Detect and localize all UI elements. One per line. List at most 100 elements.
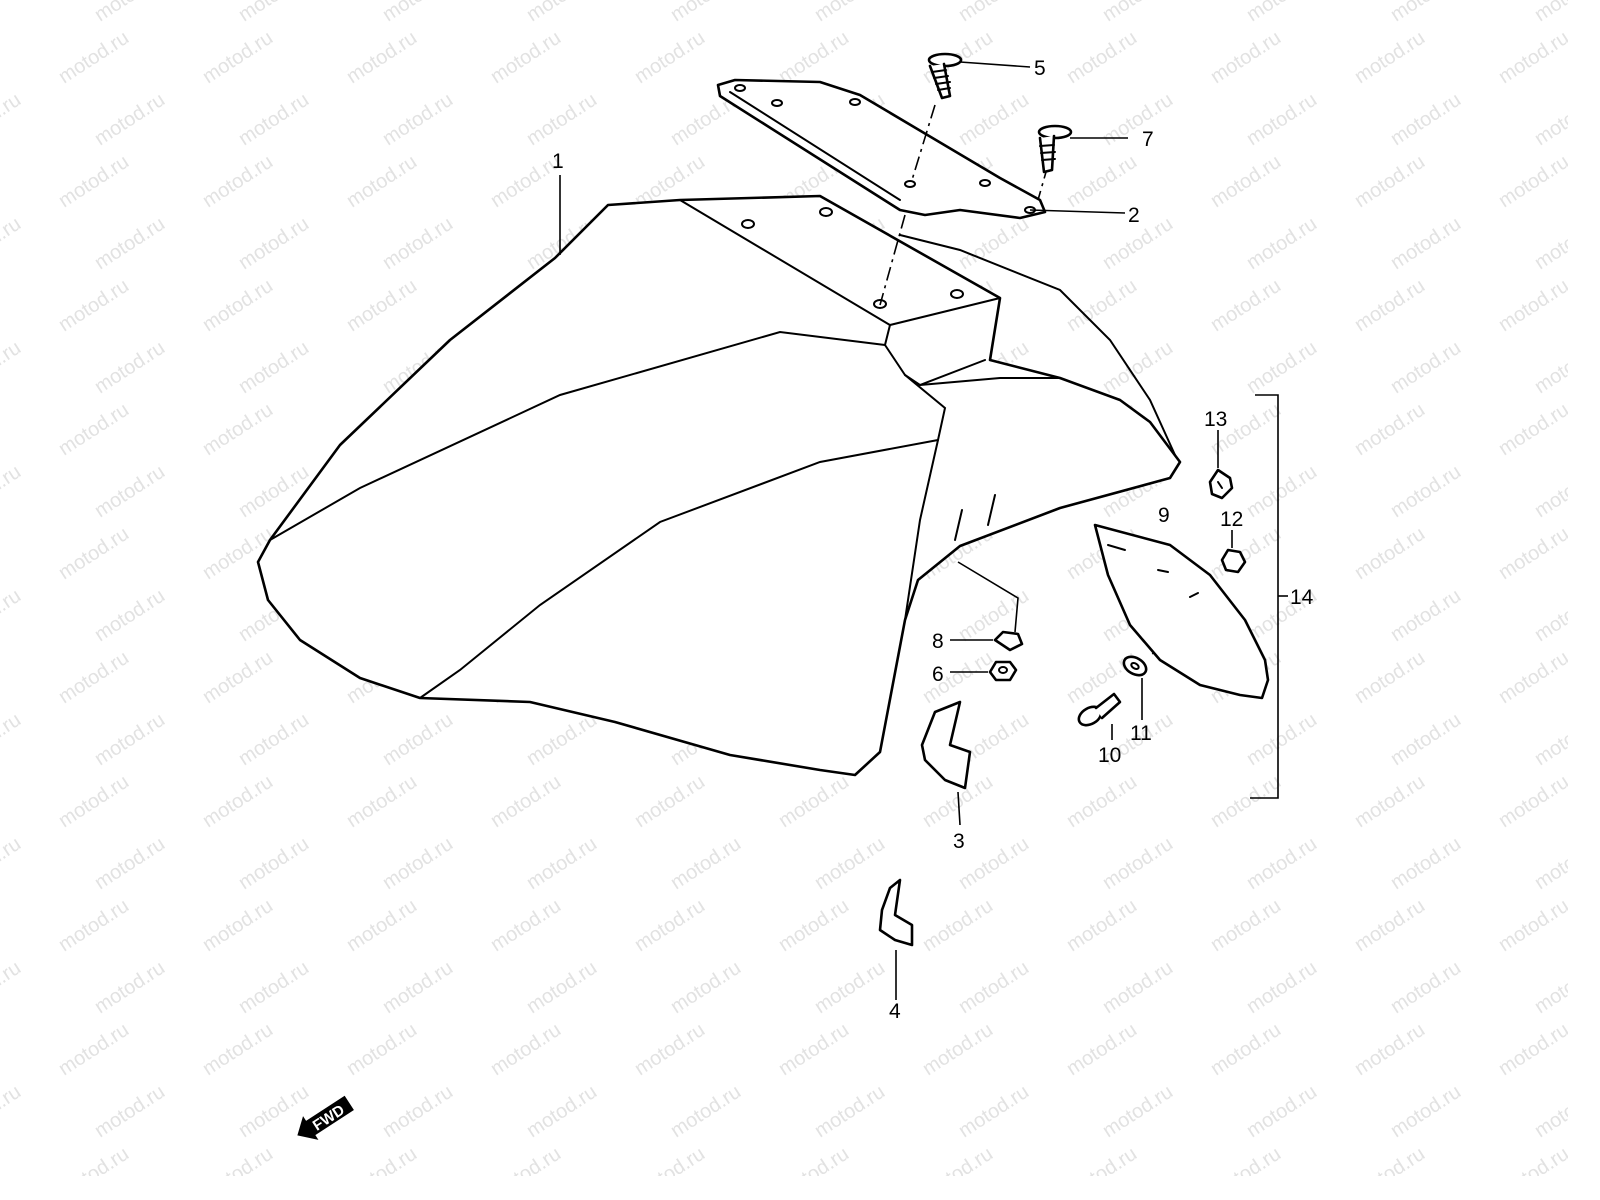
watermark-text: motod.ru xyxy=(523,1081,601,1142)
watermark-text: motod.ru xyxy=(1531,957,1568,1018)
watermark-text: motod.ru xyxy=(1387,709,1465,770)
watermark-text: motod.ru xyxy=(91,833,169,894)
watermark-text: motod.ru xyxy=(379,213,457,274)
watermark-text: motod.ru xyxy=(775,895,853,956)
watermark-text: motod.ru xyxy=(235,709,313,770)
watermark-text: motod.ru xyxy=(55,27,133,88)
watermark-text: motod.ru xyxy=(379,1081,457,1142)
watermark-text: motod.ru xyxy=(631,895,709,956)
watermark-text: motod.ru xyxy=(955,0,1033,26)
watermark-text: motod.ru xyxy=(1495,1019,1568,1080)
watermark-text: motod.ru xyxy=(523,709,601,770)
screw-7 xyxy=(1037,124,1073,174)
watermark-text: motod.ru xyxy=(1243,461,1321,522)
callouts: 1 5 7 2 13 9 12 14 8 6 11 10 3 4 xyxy=(552,57,1314,1023)
watermark-text: motod.ru xyxy=(1531,709,1568,770)
watermark-text: motod.ru xyxy=(343,27,421,88)
watermark-text: motod.ru xyxy=(1243,213,1321,274)
bolt-10 xyxy=(1077,692,1122,727)
watermark-text: motod.ru xyxy=(343,895,421,956)
watermark-text: motod.ru xyxy=(1531,0,1568,26)
callout-3: 3 xyxy=(953,830,965,853)
watermark-text: motod.ru xyxy=(91,585,169,646)
callout-9: 9 xyxy=(1158,504,1170,527)
watermark-text: motod.ru xyxy=(235,833,313,894)
watermark-text: motod.ru xyxy=(523,0,601,26)
watermark-text: motod.ru xyxy=(1063,27,1141,88)
watermark-text: motod.ru xyxy=(955,1081,1033,1142)
watermark-text: motod.ru xyxy=(1207,1143,1285,1176)
watermark-text: motod.ru xyxy=(91,89,169,150)
watermark-text: motod.ru xyxy=(55,275,133,336)
watermark-text: motod.ru xyxy=(1099,957,1177,1018)
watermark-text: motod.ru xyxy=(523,833,601,894)
watermark-text: motod.ru xyxy=(235,0,313,26)
watermark-text: motod.ru xyxy=(487,1019,565,1080)
alignment-line xyxy=(911,104,936,181)
watermark-text: motod.ru xyxy=(1063,771,1141,832)
watermark-text: motod.ru xyxy=(1063,895,1141,956)
watermark-text: motod.ru xyxy=(1351,523,1429,584)
watermark-text: motod.ru xyxy=(487,1143,565,1176)
watermark-text: motod.ru xyxy=(1063,151,1141,212)
watermark-text: motod.ru xyxy=(523,89,601,150)
front-fender xyxy=(256,194,1182,777)
watermark-text: motod.ru xyxy=(487,27,565,88)
watermark-text: motod.ru xyxy=(0,213,25,274)
watermark-text: motod.ru xyxy=(631,27,709,88)
watermark-text: motod.ru xyxy=(1207,1019,1285,1080)
watermark-text: motod.ru xyxy=(1099,1081,1177,1142)
watermark-text: motod.ru xyxy=(775,771,853,832)
watermark-text: motod.ru xyxy=(343,275,421,336)
watermark-text: motod.ru xyxy=(955,957,1033,1018)
watermark-text: motod.ru xyxy=(1351,1019,1429,1080)
watermark-text: motod.ru xyxy=(0,1081,25,1142)
watermark-text: motod.ru xyxy=(631,1143,709,1176)
watermark-text: motod.ru xyxy=(1531,89,1568,150)
callout-7: 7 xyxy=(1142,128,1154,151)
watermark-text: motod.ru xyxy=(1099,0,1177,26)
watermark-text: motod.ru xyxy=(91,213,169,274)
watermark-text: motod.ru xyxy=(1207,523,1285,584)
watermark-text: motod.ru xyxy=(199,399,277,460)
watermark-text: motod.ru xyxy=(775,27,853,88)
watermark-text: motod.ru xyxy=(379,0,457,26)
watermark-text: motod.ru xyxy=(1099,337,1177,398)
watermark-text: motod.ru xyxy=(0,337,25,398)
clip-nut-8 xyxy=(993,630,1024,652)
watermark-text: motod.ru xyxy=(343,1143,421,1176)
watermark-text: motod.ru xyxy=(487,771,565,832)
watermark-text: motod.ru xyxy=(1351,895,1429,956)
watermark-text: motod.ru xyxy=(55,647,133,708)
watermark-text: motod.ru xyxy=(1351,275,1429,336)
watermark-text: motod.ru xyxy=(1207,27,1285,88)
side-panel-9 xyxy=(1093,523,1270,700)
watermark-text: motod.ru xyxy=(1243,337,1321,398)
watermark-text: motod.ru xyxy=(775,1143,853,1176)
watermark-text: motod.ru xyxy=(0,0,25,26)
watermark-text: motod.ru xyxy=(919,895,997,956)
watermark-text: motod.ru xyxy=(1387,0,1465,26)
callout-6: 6 xyxy=(932,663,944,686)
watermark-text: motod.ru xyxy=(1063,1143,1141,1176)
watermark-text: motod.ru xyxy=(955,585,1033,646)
watermark-text: motod.ru xyxy=(1495,523,1568,584)
watermark-text: motod.ru xyxy=(199,895,277,956)
callout-4: 4 xyxy=(889,1000,901,1023)
watermark-text: motod.ru xyxy=(1495,399,1568,460)
watermark-text: motod.ru xyxy=(1351,1143,1429,1176)
watermark-text: motod.ru xyxy=(1063,1019,1141,1080)
watermark-text: motod.ru xyxy=(1495,771,1568,832)
watermark-text: motod.ru xyxy=(1099,89,1177,150)
watermark-text: motod.ru xyxy=(775,1019,853,1080)
callout-2: 2 xyxy=(1128,204,1140,227)
watermark-text: motod.ru xyxy=(631,771,709,832)
watermark-text: motod.ru xyxy=(919,647,997,708)
watermark-text: motod.ru xyxy=(811,957,889,1018)
watermark-text: motod.ru xyxy=(955,213,1033,274)
watermark-text: motod.ru xyxy=(1387,461,1465,522)
watermark-text: motod.ru xyxy=(1387,585,1465,646)
watermark-text: motod.ru xyxy=(1099,833,1177,894)
watermark-text: motod.ru xyxy=(667,0,745,26)
watermark-text: motod.ru xyxy=(343,151,421,212)
